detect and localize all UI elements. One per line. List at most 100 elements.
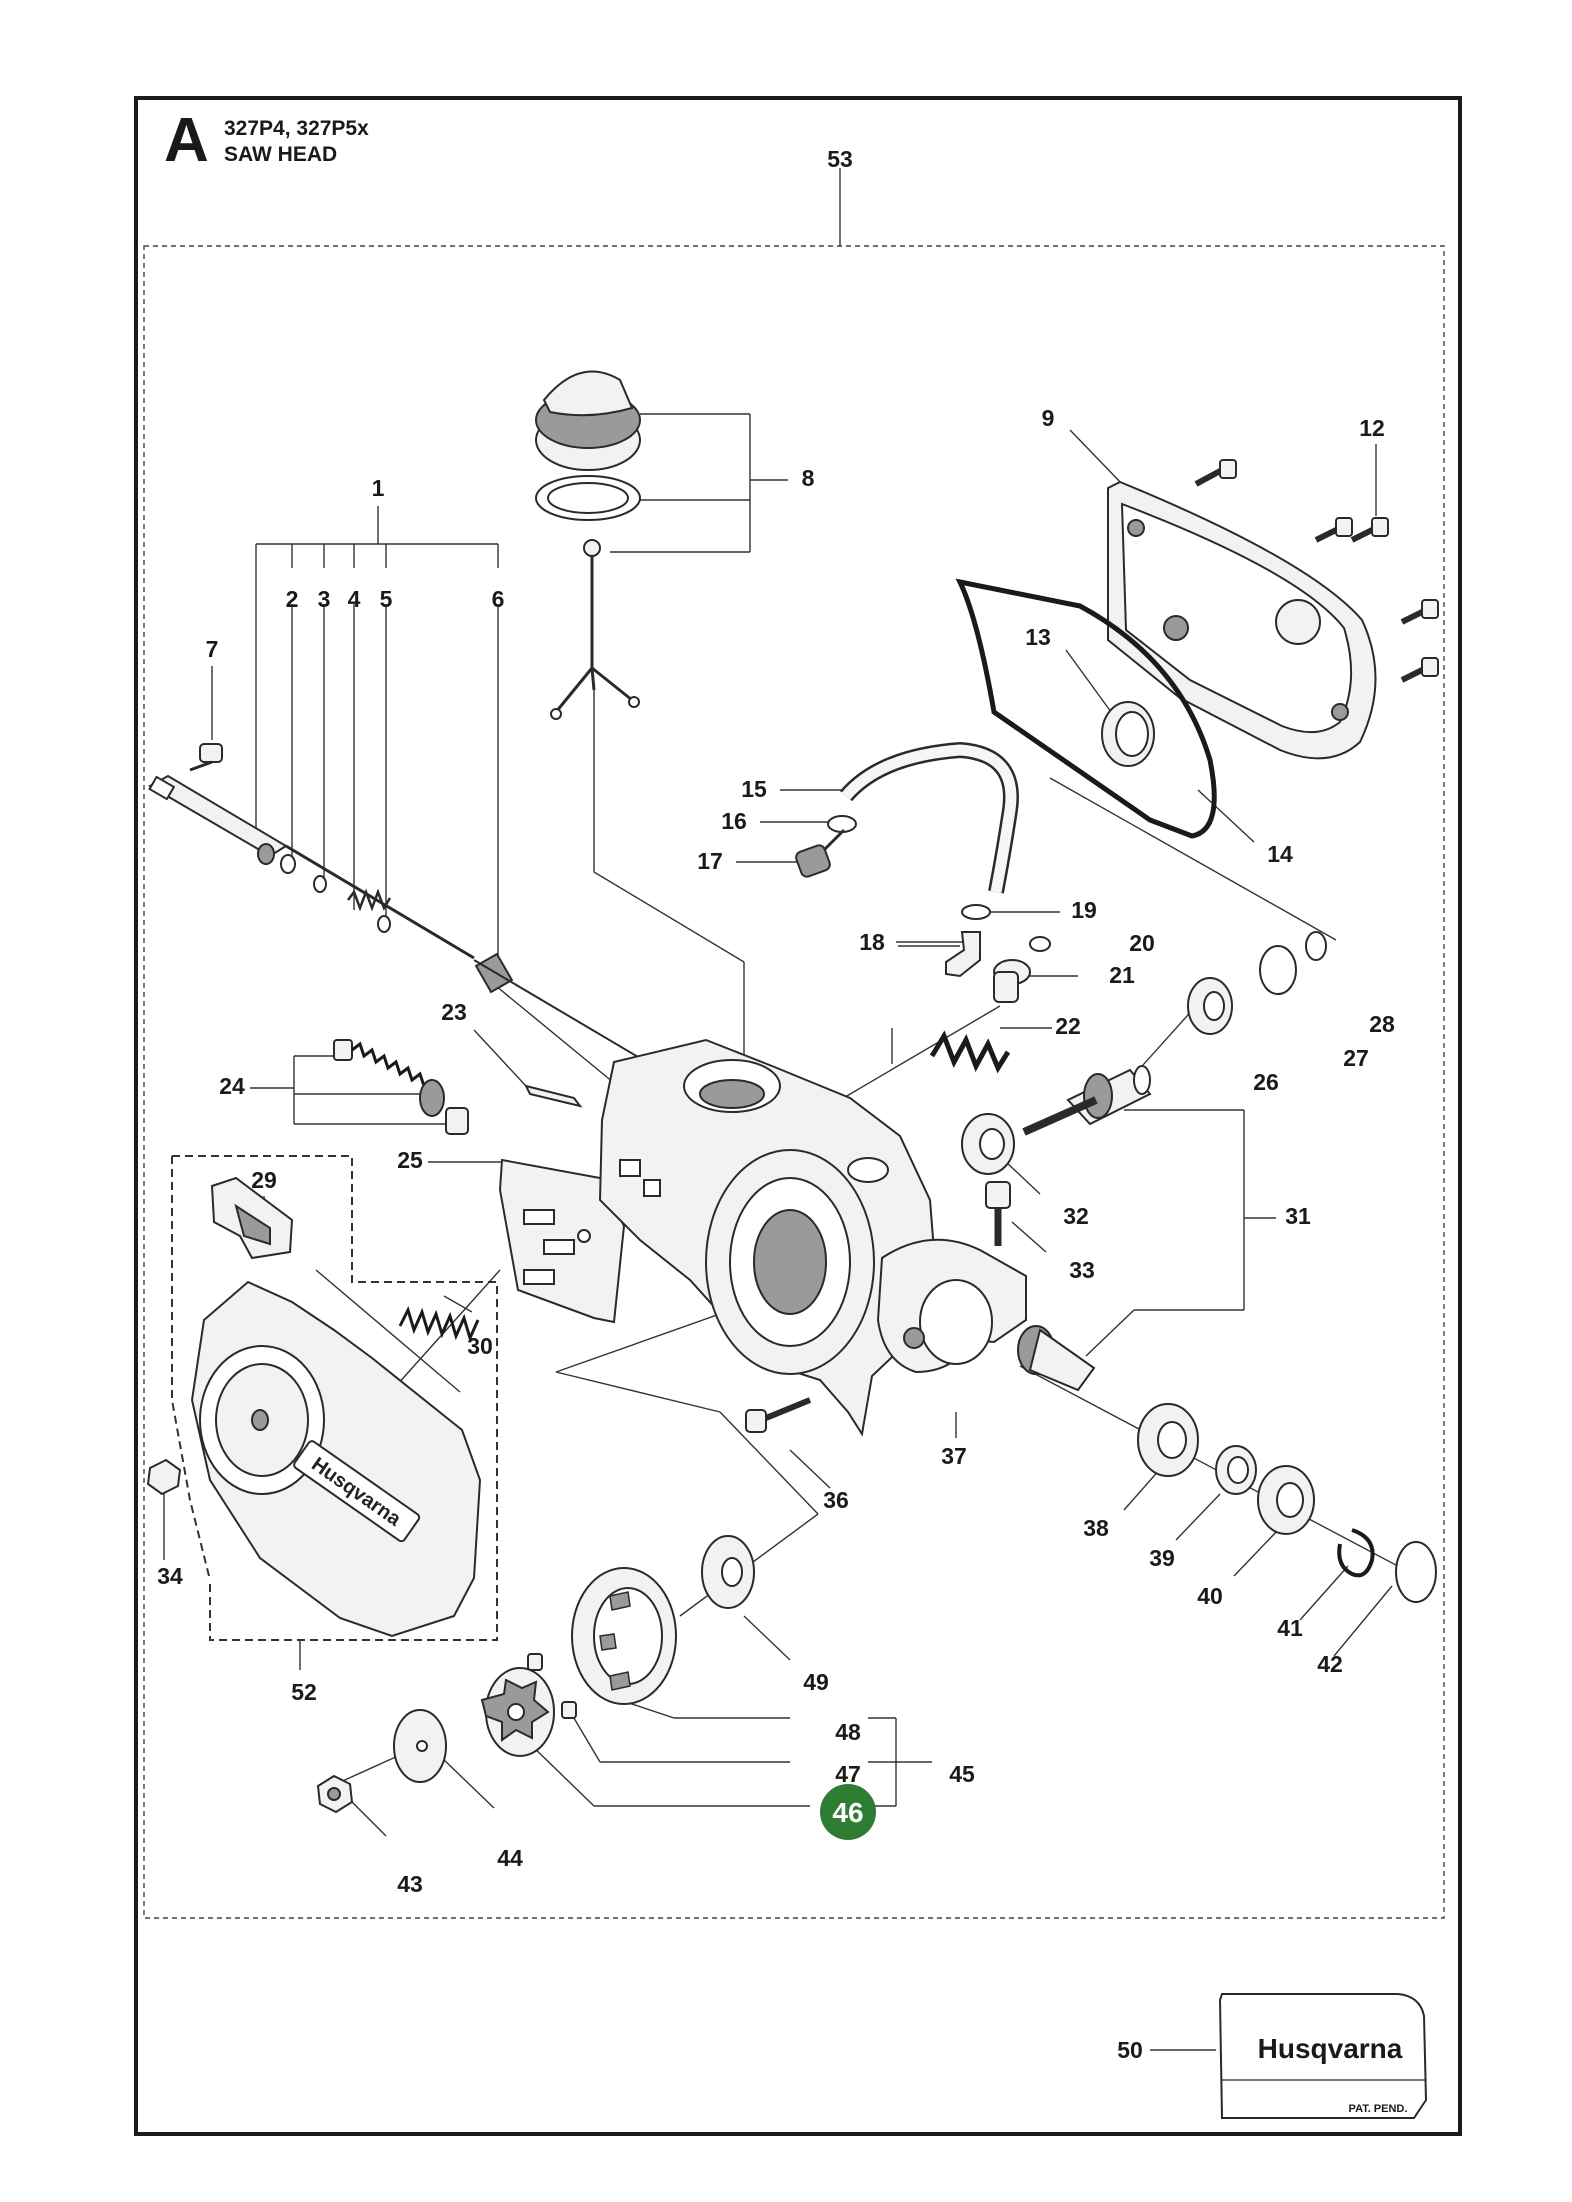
clutch-cover-52: Husqvarna [190,1280,482,1638]
label-2: 2 [286,586,299,612]
header-text: 327P4, 327P5x SAW HEAD [224,116,369,168]
bearing-32 [961,1113,1015,1175]
label-31: 31 [1285,1203,1311,1229]
label-6: 6 [492,586,505,612]
label-49: 49 [803,1669,829,1695]
label-32: 32 [1063,1203,1089,1229]
bearing-38 [1137,1403,1199,1477]
parts-artwork: Husqvarna [146,370,1439,2119]
label-45: 45 [949,1761,975,1787]
label-40: 40 [1197,1583,1223,1609]
label-22: 22 [1055,1013,1081,1039]
label-43: 43 [397,1871,423,1897]
pin-47a [527,1653,543,1671]
leader-lines [163,168,1429,2051]
screws-12 [1194,459,1439,683]
section-letter: A [164,106,209,175]
o-ring-2 [280,854,296,874]
label-1: 1 [372,475,385,501]
label-26: 26 [1253,1069,1279,1095]
label-12: 12 [1359,415,1385,441]
model-numbers: 327P4, 327P5x [224,117,369,140]
pin-47b [561,1701,577,1719]
label-39: 39 [1149,1545,1175,1571]
label-14: 14 [1267,841,1293,867]
page-frame [134,96,1462,2136]
label-38: 38 [1083,1515,1109,1541]
spacer-39 [1215,1445,1257,1495]
label-15: 15 [741,776,767,802]
washer-3 [313,875,327,893]
label-24: 24 [219,1073,245,1099]
clamp-16 [827,815,857,833]
label-53: 53 [827,146,853,172]
shaft-1 [147,774,475,960]
label-23: 23 [441,999,467,1025]
label-3: 3 [318,586,331,612]
bevel-gear-shaft-31a [1022,1065,1152,1136]
label-28: 28 [1369,1011,1395,1037]
highlight-circle [820,1784,876,1840]
highlight-badge-46: 46 [820,1784,876,1840]
assembly-boundary-53 [143,245,1445,1919]
label-18: 18 [859,929,885,955]
diagram-title: SAW HEAD [224,143,338,166]
label-37: 37 [941,1443,967,1469]
sticker-note: PAT. PEND. [1349,2103,1408,2115]
label-36: 36 [823,1487,849,1513]
seal-13 [1101,701,1155,767]
screw-33 [985,1181,1011,1246]
label-27: 27 [1343,1045,1369,1071]
ring-5 [377,915,391,933]
pinion-6 [473,952,651,1065]
washer-44 [393,1709,447,1783]
label-7: 7 [206,636,219,662]
clamp-19 [961,904,991,920]
nipple-21 [993,959,1031,1003]
screw-36 [745,1397,812,1433]
pin-23 [524,1084,583,1108]
clip-28 [1305,931,1327,961]
sticker-50: Husqvarna PAT. PEND. [1218,1993,1428,2119]
label-19: 19 [1071,897,1097,923]
label-48: 48 [835,1719,861,1745]
label-52: 52 [291,1679,317,1705]
rim-sprocket-46 [480,1667,555,1757]
label-4: 4 [348,586,361,612]
screw-7 [189,743,223,772]
cover-group-boundary-52b [171,1156,211,1581]
circlip-41 [1337,1528,1375,1578]
label-16: 16 [721,808,747,834]
sticker-brand: Husqvarna [1258,2033,1403,2064]
label-47: 47 [835,1761,861,1787]
label-34: 34 [157,1563,183,1589]
label-29: 29 [251,1167,277,1193]
label-42: 42 [1317,1651,1343,1677]
bearing-40 [1257,1465,1315,1535]
callout-labels: 53 1 2 3 4 5 6 7 8 9 12 13 14 15 16 17 1… [157,146,1395,2063]
label-30: 30 [467,1333,493,1359]
label-46: 46 [832,1797,863,1828]
nut-43 [316,1774,354,1814]
label-21: 21 [1109,962,1135,988]
guide-plate-25 [498,1158,626,1324]
spring-22 [929,1030,1011,1074]
ring-42 [1395,1541,1437,1603]
label-13: 13 [1025,624,1051,650]
spring-4 [347,888,392,912]
label-8: 8 [802,465,815,491]
cover-group-boundary-52 [172,1155,498,1641]
label-20: 20 [1129,930,1155,956]
ring-27 [1259,945,1297,995]
clutch-drum-48 [571,1567,677,1705]
clamp-housing-37 [876,1238,1027,1374]
nut-34 [146,1458,182,1496]
label-25: 25 [397,1147,423,1173]
oil-cap-8 [535,370,641,720]
gasket-14 [955,578,1217,839]
ring-20 [1029,936,1051,952]
bevel-gear-31b [1017,1325,1096,1392]
label-5: 5 [380,586,393,612]
label-33: 33 [1069,1257,1095,1283]
